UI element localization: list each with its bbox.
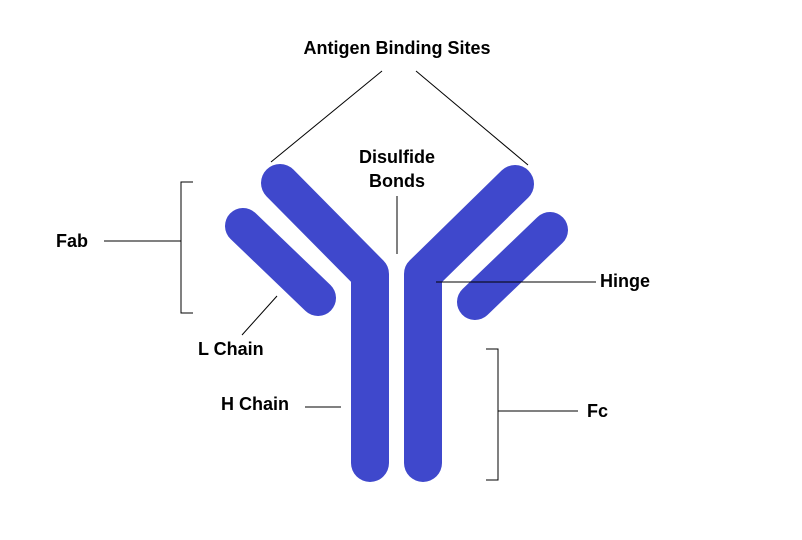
fc-bracket — [486, 348, 499, 481]
disulfide-bonds-label-line1: Disulfide — [359, 147, 435, 167]
hinge-label: Hinge — [600, 271, 650, 291]
h-chain-label: H Chain — [221, 394, 289, 414]
fc-label: Fc — [587, 401, 608, 421]
right-light-chain — [457, 212, 568, 320]
antigen-site-line-right — [415, 70, 529, 166]
fab-bracket — [180, 181, 193, 314]
antigen-site-line-left — [270, 70, 383, 163]
disulfide-bonds-label-line2: Bonds — [369, 171, 425, 191]
fab-label: Fab — [56, 231, 88, 251]
left-heavy-chain — [261, 164, 389, 482]
leader-lines — [104, 70, 596, 481]
left-light-chain — [225, 208, 336, 316]
right-heavy-chain — [404, 165, 534, 482]
l-chain-line — [241, 295, 278, 336]
antigen-binding-sites-label: Antigen Binding Sites — [304, 38, 491, 58]
l-chain-label: L Chain — [198, 339, 264, 359]
antibody-structure — [225, 164, 568, 482]
